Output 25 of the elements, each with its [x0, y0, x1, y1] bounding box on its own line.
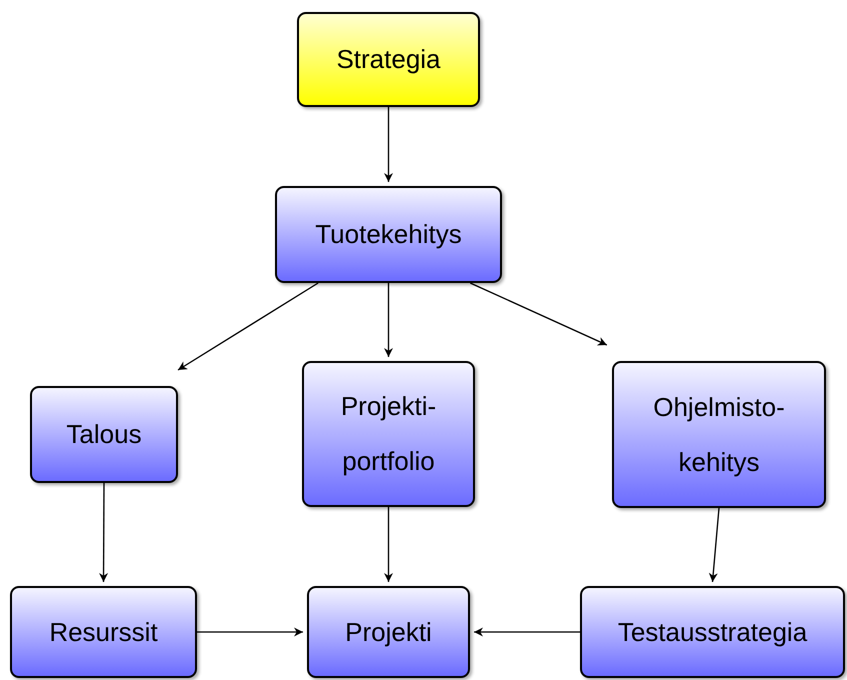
arrow	[474, 628, 580, 636]
arrow	[178, 282, 318, 371]
process-box	[275, 186, 502, 283]
process-box	[297, 12, 480, 107]
box-label: Testausstrategia	[616, 616, 808, 648]
arrow	[708, 508, 720, 582]
process-box	[30, 386, 178, 483]
process-box	[302, 361, 475, 507]
arrow	[470, 282, 608, 346]
process-box	[580, 586, 845, 678]
box-label: Ohjelmisto- kehitys	[652, 390, 786, 478]
box-label: Projekti- portfolio	[340, 390, 438, 478]
box-label: Talous	[65, 418, 143, 451]
box-label: Strategia	[335, 43, 442, 76]
process-box	[10, 586, 197, 678]
arrow	[99, 483, 108, 582]
box-label: Tuotekehitys	[314, 218, 463, 251]
box-label: Projekti	[344, 616, 433, 648]
arrow	[384, 283, 393, 357]
arrow	[197, 628, 303, 636]
arrow	[384, 507, 393, 582]
process-box	[307, 586, 470, 678]
box-label: Resurssit	[48, 616, 159, 648]
arrow	[384, 107, 393, 182]
process-box	[612, 361, 826, 508]
